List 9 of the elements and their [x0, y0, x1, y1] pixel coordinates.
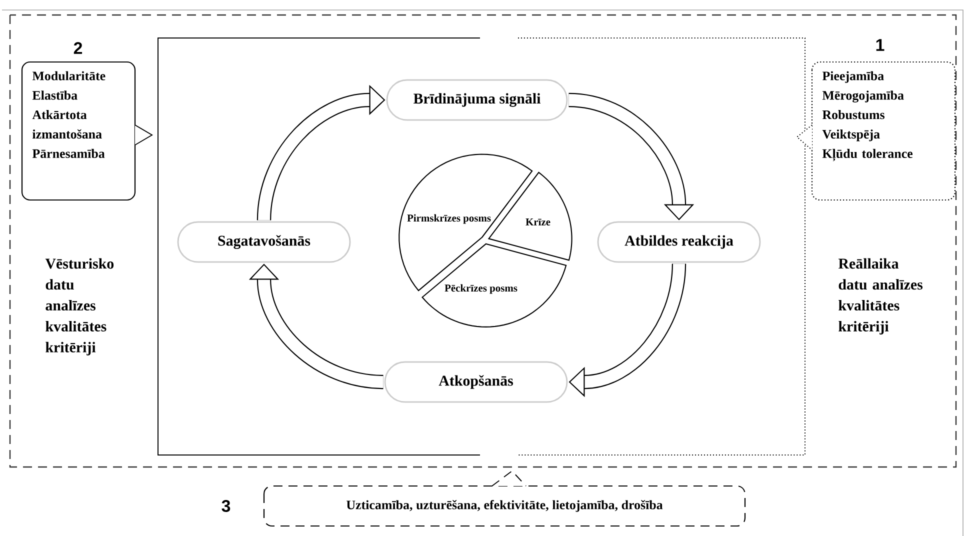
- side-caption: Vēsturisko datu analīzes kvalitātes kritēriji: [45, 258, 114, 356]
- side-caption: Reāllaika datu analīzes kvalitātes kritēriji: [838, 258, 923, 335]
- callout-number: 3: [222, 500, 230, 512]
- callout-number: 2: [74, 42, 82, 54]
- callout-box: Pieejamība Mērogojamība Robustums Veiktspēja Kļūdu tolerance: [796, 61, 956, 201]
- callout-box: Uzticamība, uzturēšana, efektivitāte, lietojamība, drošība: [263, 470, 746, 527]
- callout-number: 1: [876, 39, 884, 51]
- callout-box: Modularitāte Elastība Atkārtota izmantošana Pārnesamība: [21, 61, 153, 201]
- pie-sector: Pēckrīzes posms: [422, 243, 567, 328]
